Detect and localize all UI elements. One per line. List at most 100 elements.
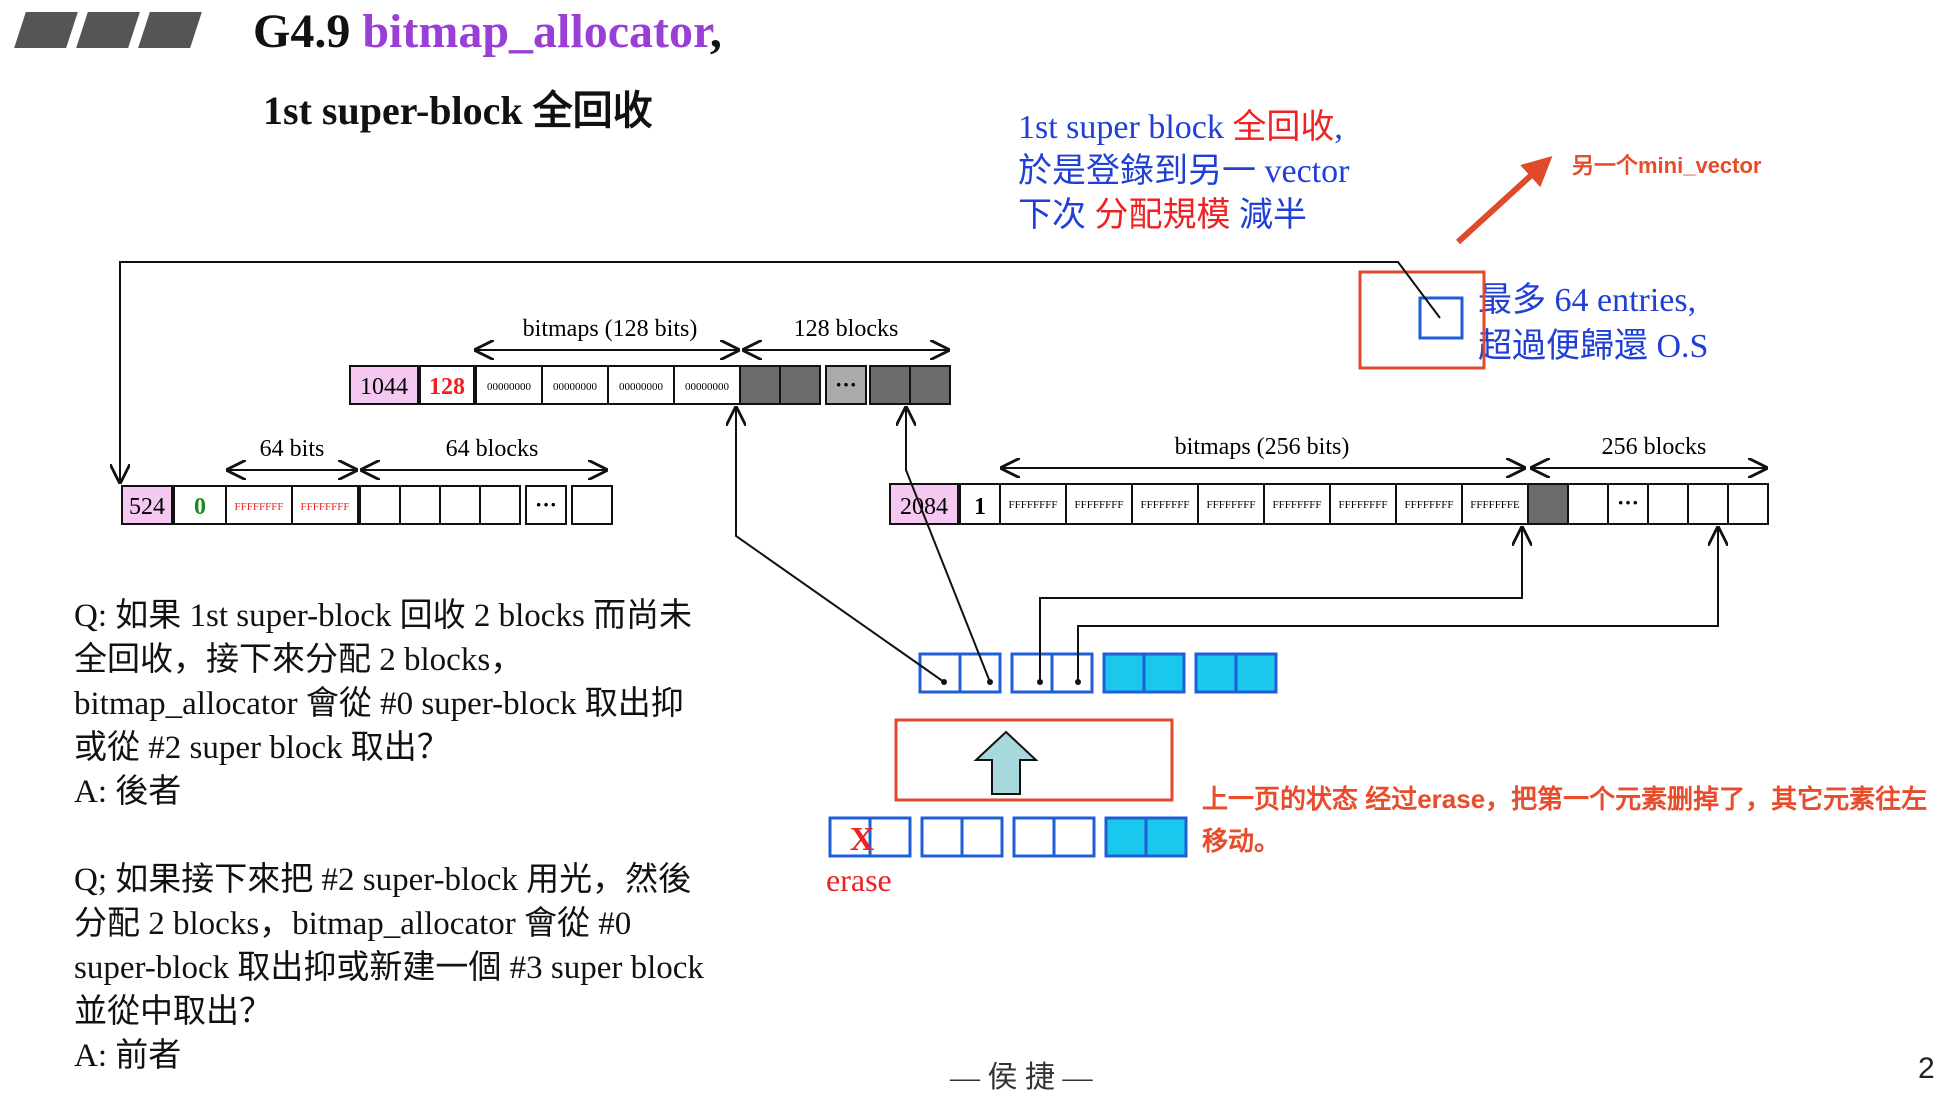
- block-cell: [779, 365, 821, 405]
- erase-explanation: 上一页的状态 经过erase，把第一个元素删掉了，其它元素往左移动。: [1202, 784, 1928, 856]
- superblock-128: 1044 128 00000000 00000000 00000000 0000…: [349, 316, 951, 405]
- block-ellipsis-cell: [525, 485, 567, 525]
- bitmap-cell: [1263, 483, 1331, 525]
- bitmap-cell-text: FFFFFFFE: [1470, 499, 1520, 511]
- pointer-line: [1077, 528, 1718, 682]
- title-suffix: ,: [709, 5, 722, 58]
- answer-2: A: 前者: [74, 1038, 182, 1074]
- block-ellipsis-cell: [1607, 483, 1649, 525]
- blocks-label: 128 blocks: [794, 316, 899, 342]
- vector-entry-empty: [1144, 816, 1188, 858]
- ellipsis-text: ···: [535, 492, 557, 517]
- bitmap-cell: [673, 365, 741, 405]
- question-2: Q; 如果接下來把 #2 super-block 用光，然後分配 2 block…: [74, 862, 704, 1030]
- block-cell: [359, 485, 401, 525]
- bitmap-cell: [1395, 483, 1463, 525]
- block-cell: [1567, 483, 1609, 525]
- vector-entry-empty: [1102, 652, 1146, 694]
- size-cell: [419, 365, 475, 405]
- bitmap-label: bitmaps (128 bits): [523, 316, 698, 342]
- vector-entry-erased: [868, 816, 912, 858]
- title-function-name: bitmap_allocator: [362, 5, 710, 58]
- pointer-line: [736, 408, 945, 683]
- bitmap-cell-text: FFFFFFFF: [235, 501, 284, 513]
- vector-entry-end: [958, 652, 1002, 694]
- vector-entry-end: [1050, 652, 1094, 694]
- block-cell: [739, 365, 781, 405]
- author-footer: — 侯 捷 —: [950, 1061, 1093, 1094]
- mini-vector-arrow: [1455, 155, 1553, 245]
- vector-entry-empty: [1104, 816, 1148, 858]
- mini-vector-box: [1358, 270, 1486, 370]
- question-1: Q: 如果 1st super-block 回收 2 blocks 而尚未全回收…: [74, 598, 693, 766]
- block-cell: [439, 485, 481, 525]
- bitmap-cell: [291, 485, 359, 525]
- vector-entry-empty: [1234, 652, 1278, 694]
- bitmap-cell: [1065, 483, 1133, 525]
- erase-label: erase: [826, 862, 892, 898]
- recycle-note: 1st super block 全回收, 於是登錄到另一 vector 下次 分…: [1018, 109, 1350, 234]
- block-cell: [399, 485, 441, 525]
- bitmap-cell-text: 00000000: [487, 381, 532, 393]
- vector-entry-start: [1010, 652, 1054, 694]
- answer-1: A: 後者: [74, 774, 182, 810]
- bitmap-cell-text: FFFFFFFF: [1075, 499, 1124, 511]
- page-subtitle: 1st super-block 全回收: [263, 88, 653, 133]
- up-arrow-icon: [973, 730, 1039, 795]
- bitmap-cell-text: FFFFFFFF: [1339, 499, 1388, 511]
- entries-limit-note: 最多 64 entries, 超過便歸還 O.S: [1478, 282, 1709, 365]
- bitmap-cell-text: 00000000: [619, 381, 664, 393]
- page-number: 2: [1918, 1052, 1935, 1085]
- mini-vector-before: X: [828, 816, 1188, 858]
- bitmap-cell-text: FFFFFFFF: [1009, 499, 1058, 511]
- bitmap-cell-text: FFFFFFFF: [1141, 499, 1190, 511]
- vector-entry-empty: [1194, 652, 1238, 694]
- vector-entry-empty: [1142, 652, 1186, 694]
- use-count-text: 524: [129, 494, 165, 520]
- use-count-text: 1044: [360, 374, 408, 400]
- vector-entry-start: [920, 816, 964, 858]
- bitmap-cell-text: FFFFFFFF: [1207, 499, 1256, 511]
- superblock-64: 524 0 FFFFFFFF FFFFFFFF ··· 64 bits 64 b…: [121, 436, 613, 525]
- bitmap-cell-text: FFFFFFFF: [1273, 499, 1322, 511]
- pointer-line: [1039, 528, 1522, 682]
- vector-entry-end: [1052, 816, 1096, 858]
- bitmap-cell-text: FFFFFFFF: [1405, 499, 1454, 511]
- size-text: 128: [429, 374, 465, 400]
- block-cell: [909, 365, 951, 405]
- mini-vector-entry: [1418, 296, 1464, 340]
- blocks-label: 64 blocks: [446, 436, 539, 462]
- blocks-label: 256 blocks: [1602, 434, 1707, 460]
- erase-x-icon: X: [850, 821, 875, 858]
- superblock-256: 2084 1 FFFFFFFF FFFFFFFF FFFFFFFF FFFFFF…: [889, 434, 1769, 525]
- mini-vector-after: [918, 652, 1278, 694]
- bitmap-cell-text: 00000000: [685, 381, 730, 393]
- bitmap-cell: [1197, 483, 1265, 525]
- pointer-line: [906, 408, 991, 683]
- use-count-cell: [349, 365, 419, 405]
- bitmap-label: bitmaps (256 bits): [1175, 434, 1350, 460]
- page-title: G4.9 bitmap_allocator,: [253, 4, 722, 59]
- mini-vector-label: 另一个mini_vector: [1572, 153, 1762, 178]
- vector-entry-start: [918, 652, 962, 694]
- block-cell: [869, 365, 911, 405]
- vector-entry-start: [1012, 816, 1056, 858]
- use-count-cell: [121, 485, 173, 525]
- transition-box: [894, 718, 1174, 802]
- block-cell: [1687, 483, 1729, 525]
- bitmap-cell: [475, 365, 543, 405]
- vector-entry-end: [960, 816, 1004, 858]
- block-cell: [1527, 483, 1569, 525]
- block-cell: [479, 485, 521, 525]
- bitmap-cell: [607, 365, 675, 405]
- bitmap-cell: [541, 365, 609, 405]
- title-prefix: G4.9: [253, 5, 363, 58]
- bitmap-cell-text: FFFFFFFF: [301, 501, 350, 513]
- ellipsis-text: ···: [835, 372, 857, 397]
- block-cell: [571, 485, 613, 525]
- bitmap-label: 64 bits: [260, 436, 325, 462]
- ellipsis-text: ···: [1617, 490, 1639, 515]
- bitmap-cell-text: 00000000: [553, 381, 598, 393]
- block-ellipsis-cell: [825, 365, 867, 405]
